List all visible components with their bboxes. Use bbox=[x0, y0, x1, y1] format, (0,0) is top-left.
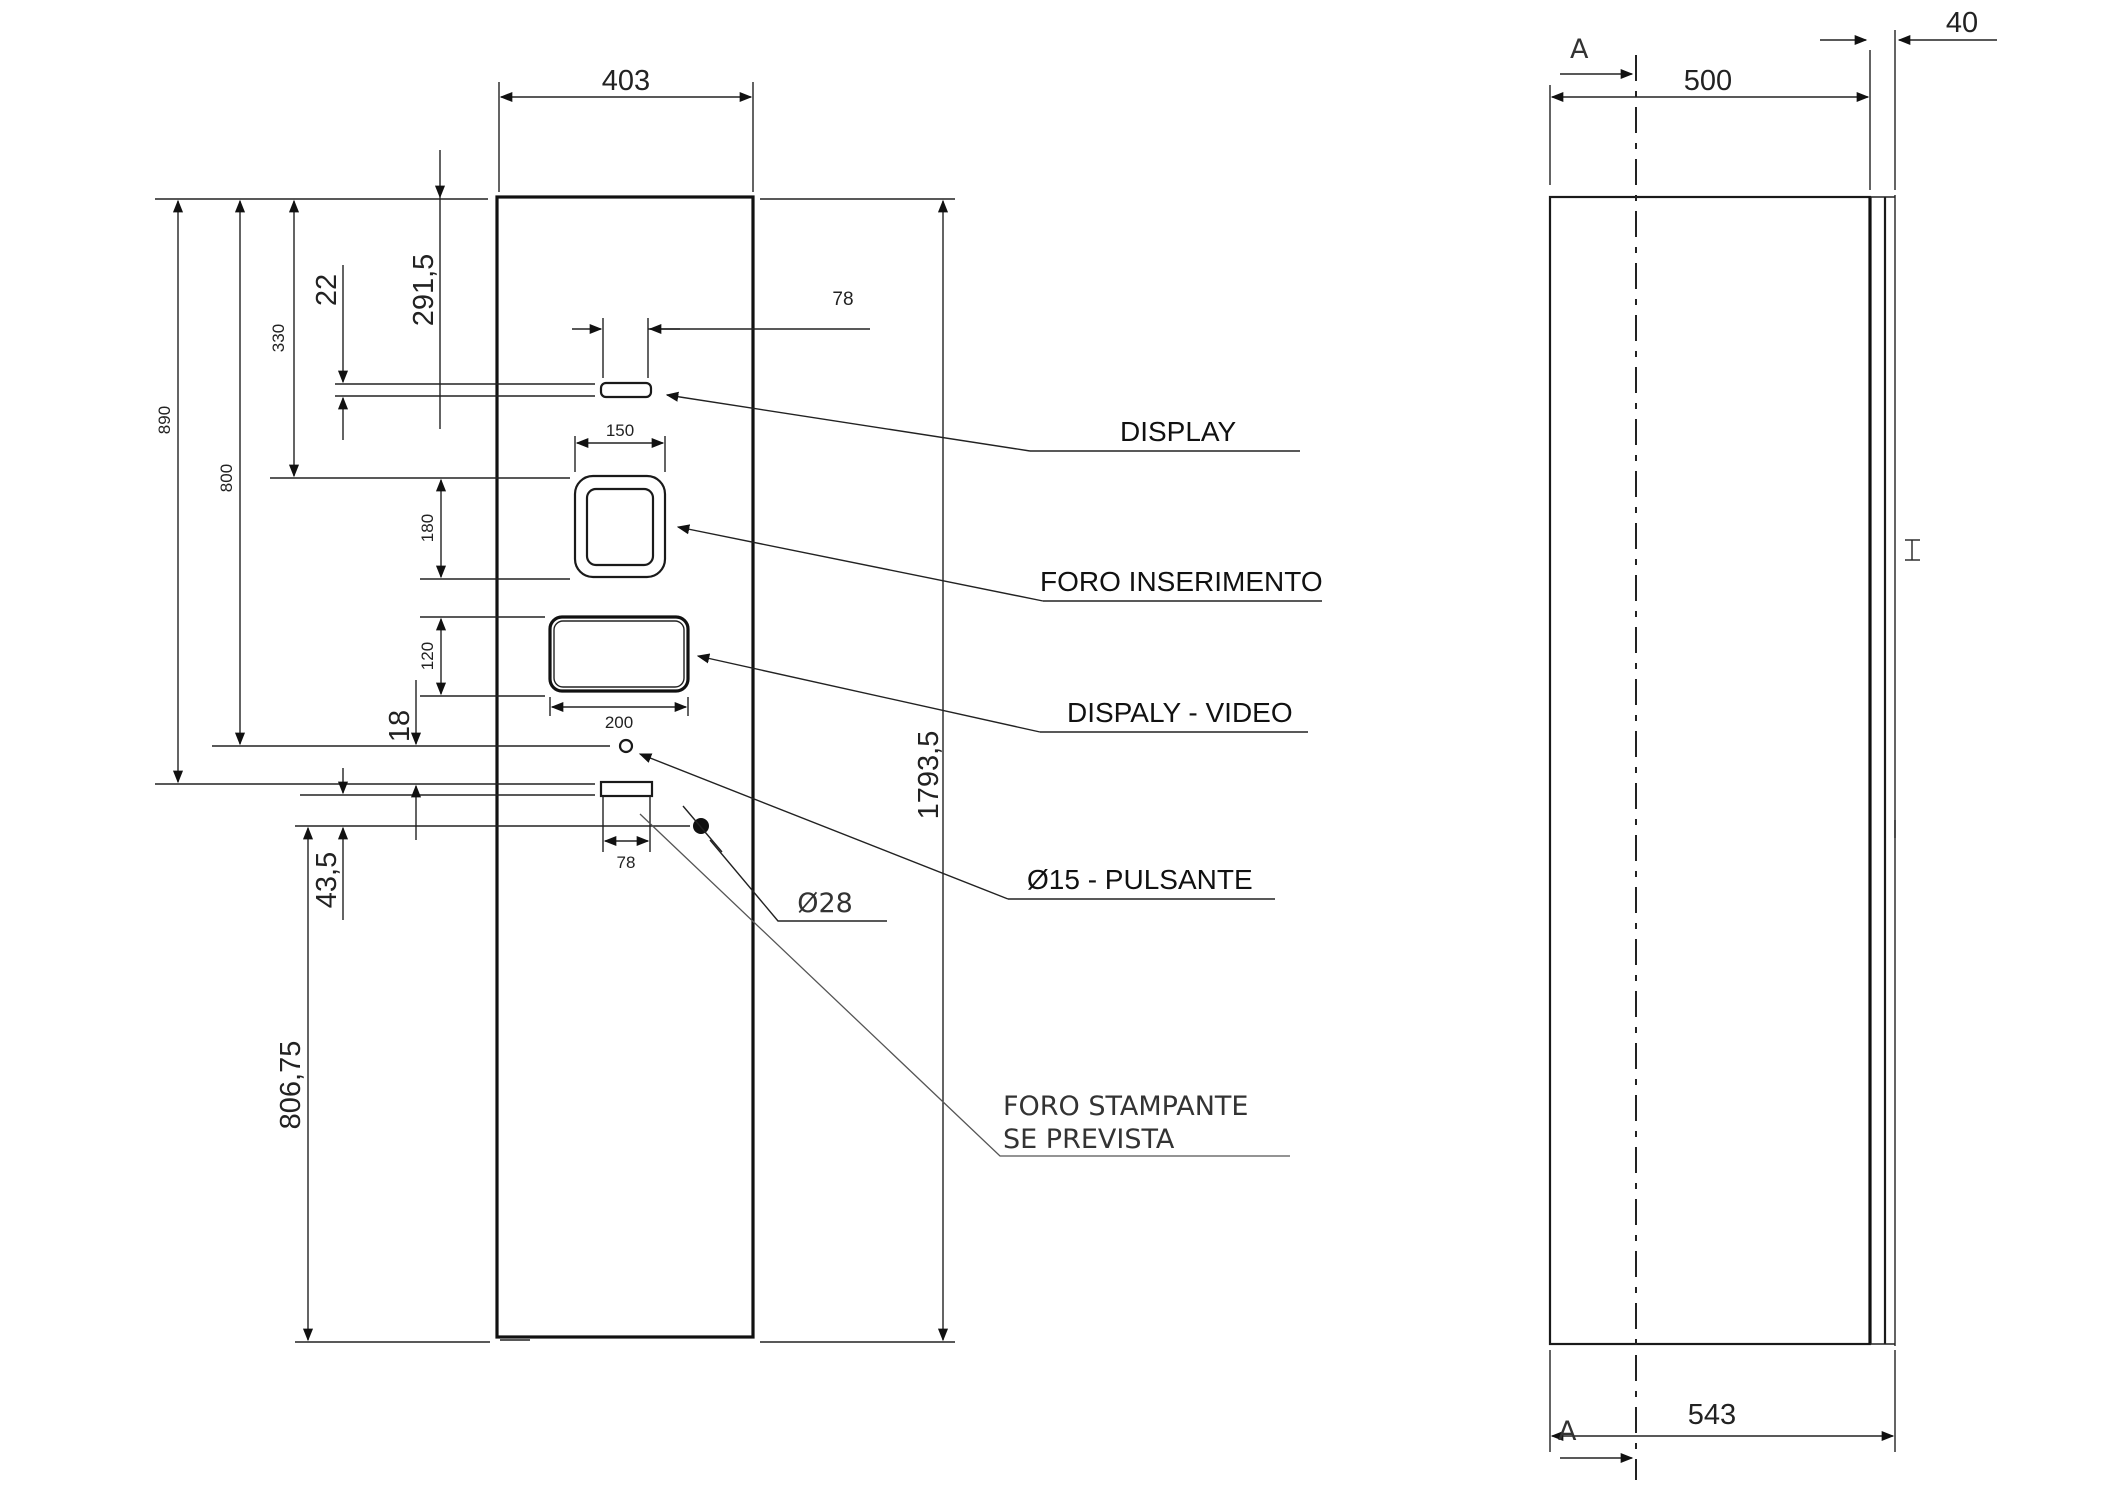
dim-120: 120 bbox=[418, 642, 437, 670]
insertion-opening-inner bbox=[585, 487, 655, 567]
callouts: DISPLAY FORO INSERIMENTO DISPALY - VIDEO… bbox=[638, 391, 1323, 1157]
dim-width: 403 bbox=[602, 65, 650, 97]
callout-foro-stampante-line1: FORO STAMPANTE bbox=[1003, 1091, 1248, 1122]
side-view: A 500 40 543 A bbox=[1548, 7, 1997, 1480]
section-mark-bottom: A bbox=[1558, 1416, 1577, 1447]
dim-78-display: 78 bbox=[832, 289, 853, 310]
front-view: 1793,5 403 890 800 330 22 29 bbox=[155, 65, 955, 1343]
section-mark-top: A bbox=[1570, 34, 1589, 65]
dim-200: 200 bbox=[605, 713, 633, 732]
dim-22: 22 bbox=[311, 274, 343, 306]
callout-display: DISPLAY bbox=[1120, 416, 1237, 447]
dim-330: 330 bbox=[269, 324, 288, 352]
dim-18: 18 bbox=[384, 710, 416, 742]
dim-890: 890 bbox=[155, 406, 174, 434]
dim-543: 543 bbox=[1688, 1399, 1736, 1431]
callout-pulsante: Ø15 - PULSANTE bbox=[1027, 864, 1253, 895]
printer-slot bbox=[599, 780, 654, 798]
dim-180: 180 bbox=[418, 514, 437, 542]
front-panel-outline bbox=[495, 195, 755, 1339]
dim-43-5: 43,5 bbox=[311, 852, 343, 908]
callout-display-video: DISPALY - VIDEO bbox=[1067, 697, 1293, 728]
dim-291-5: 291,5 bbox=[408, 254, 440, 327]
dim-150: 150 bbox=[606, 421, 634, 440]
video-display-opening bbox=[548, 615, 690, 693]
push-button-hole bbox=[618, 738, 634, 754]
dim-78-printer: 78 bbox=[617, 853, 636, 872]
display-slot bbox=[599, 381, 653, 399]
dim-500: 500 bbox=[1684, 65, 1732, 97]
dim-total-height: 1793,5 bbox=[913, 731, 945, 820]
dim-diameter-28: Ø28 bbox=[797, 888, 853, 919]
dim-806-75: 806,75 bbox=[275, 1041, 307, 1130]
dim-800: 800 bbox=[217, 464, 236, 492]
dim-40: 40 bbox=[1946, 7, 1978, 39]
side-panel-outline bbox=[1548, 195, 1872, 1346]
callout-foro-inserimento: FORO INSERIMENTO bbox=[1040, 566, 1323, 597]
callout-foro-stampante-line2: SE PREVISTA bbox=[1003, 1124, 1175, 1155]
insertion-opening-outer bbox=[573, 474, 667, 579]
